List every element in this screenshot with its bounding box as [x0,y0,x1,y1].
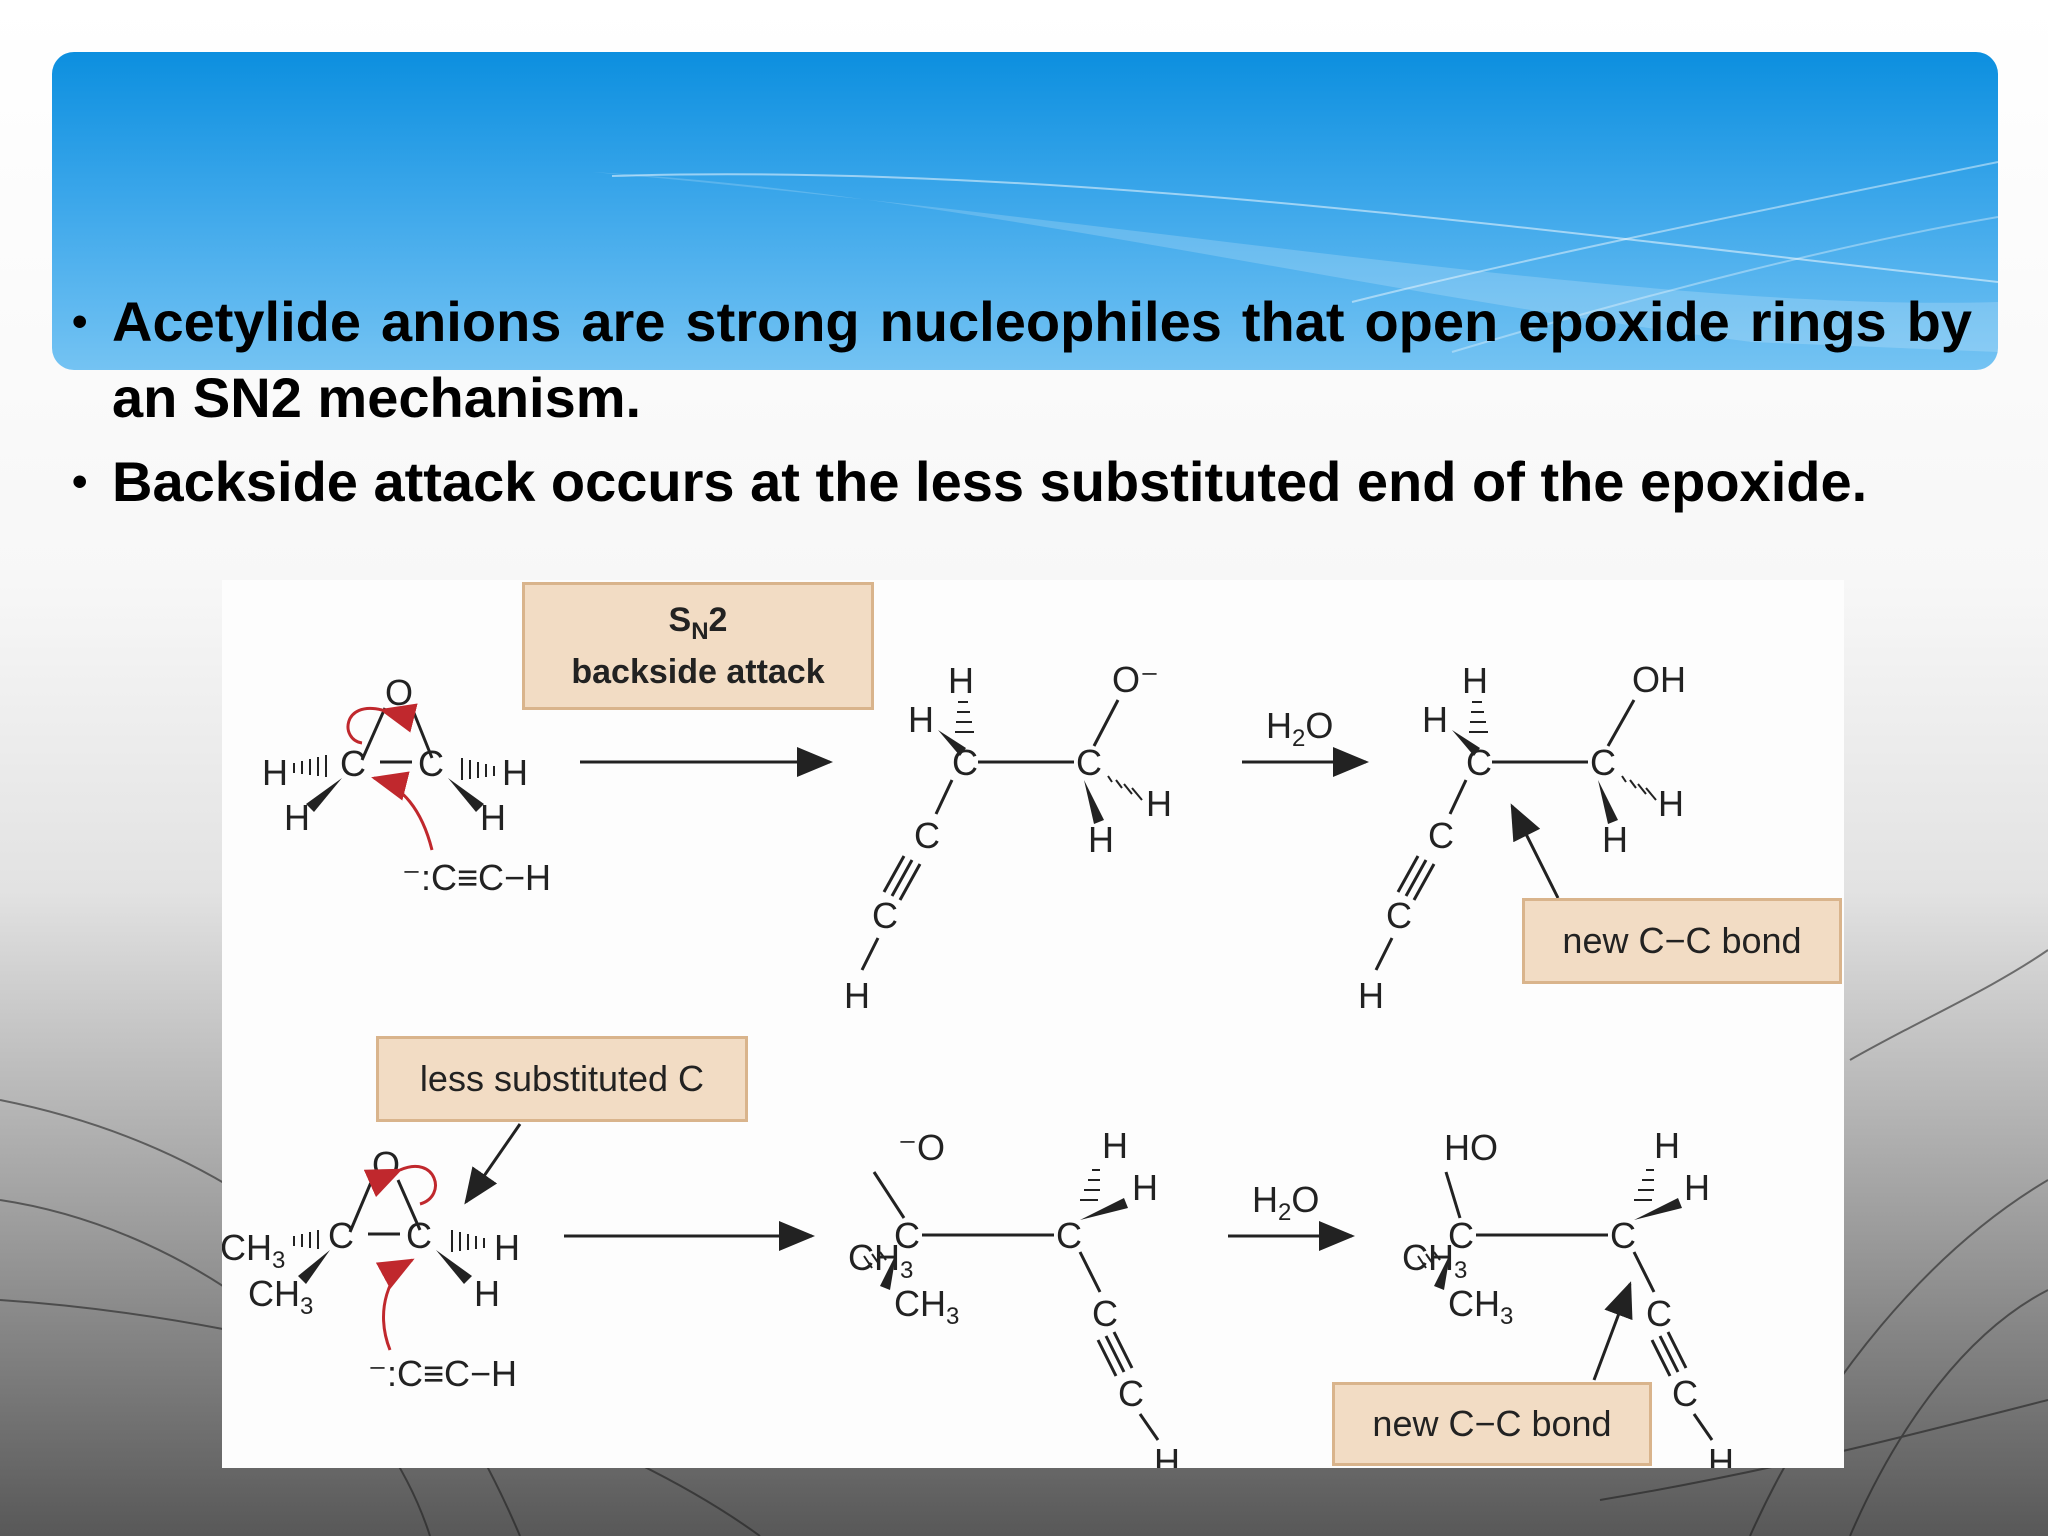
atom-h: H [1154,1441,1180,1468]
atom-h: H [948,660,974,701]
atom-h: H [1654,1125,1680,1166]
less-substituted-label: less substituted C [376,1036,748,1122]
atom-h: H [494,1227,520,1268]
bullet-dot-icon: • [72,297,88,346]
new-bond-text: new C−C bond [1372,1403,1612,1444]
product-top: C C H H OH H H C [1358,659,1686,1016]
atom-h: H [1708,1441,1734,1468]
bullet-item: • Acetylide anions are strong nucleophil… [72,284,1972,436]
atom-h: H [474,1273,500,1314]
atom-c: C [1448,1215,1474,1256]
epoxide-bottom: O C C CH3 CH3 H H ⁻:C≡C−H [222,1144,520,1394]
atom-c: C [894,1215,920,1256]
atom-o: O [385,672,413,713]
pointer-arrow [464,1123,522,1205]
atom-h: H [1684,1167,1710,1208]
atom-c: C [1092,1293,1118,1334]
atom-c: C [1076,742,1102,783]
atom-c: C [872,895,898,936]
atom-oh: OH [1632,659,1686,700]
reagent-h2o: H2O [1252,1179,1319,1226]
alkoxide-bottom: C C ⁻O CH3 CH3 H H [848,1125,1180,1468]
product-bottom: C C HO CH3 CH3 H H [1402,1125,1734,1468]
bullet-text: Acetylide anions are strong nucleophiles… [112,290,1972,429]
atom-h: H [1146,783,1172,824]
sn2-2: 2 [708,601,728,640]
atom-h: H [1358,975,1384,1016]
atom-c: C [1610,1215,1636,1256]
sn2-s: S [668,601,692,640]
reagent-h2o: H2O [1266,705,1333,752]
atom-h: H [480,797,506,838]
atom-ch3: CH3 [894,1283,959,1330]
nucleophile-text: ⁻:C≡C−H [402,857,551,898]
atom-h: H [262,752,288,793]
atom-c: C [418,743,444,784]
new-bond-label-bottom: new C−C bond [1332,1382,1652,1466]
atom-h: H [908,699,934,740]
new-bond-label-top: new C−C bond [1522,898,1842,984]
atom-minus-o: ⁻O [898,1127,945,1168]
atom-c: C [1590,742,1616,783]
atom-o: O [372,1144,400,1185]
atom-c: C [1118,1373,1144,1414]
atom-h: H [1102,1125,1128,1166]
atom-c: C [1646,1293,1672,1334]
atom-h: H [502,752,528,793]
alkoxide-top: C C H H O⁻ H H C [844,659,1172,1016]
atom-ch3: CH3 [1448,1283,1513,1330]
atom-h: H [1658,783,1684,824]
epoxide-top: O C C H H H H ⁻:C≡C−H [262,672,551,898]
atom-h: H [1132,1167,1158,1208]
less-substituted-text: less substituted C [419,1058,705,1099]
atom-c: C [1672,1373,1698,1414]
sn2-label: SN2 backside attack [522,582,874,710]
bullet-list: • Acetylide anions are strong nucleophil… [72,284,1972,528]
reaction-scheme: O C C H H H H ⁻:C≡C−H [222,582,1842,1468]
atom-c: C [340,743,366,784]
nucleophile-text: ⁻:C≡C−H [368,1353,517,1394]
atom-h: H [1088,819,1114,860]
header-banner [52,52,1998,370]
atom-ch3: CH3 [222,1227,285,1274]
atom-c: C [1386,895,1412,936]
bullet-dot-icon: • [72,457,88,506]
new-bond-text: new C−C bond [1562,920,1802,961]
atom-c: C [914,815,940,856]
atom-h: H [844,975,870,1016]
atom-ch3: CH3 [248,1273,313,1320]
reaction-figure: O C C H H H H ⁻:C≡C−H [222,580,1844,1468]
atom-ho: HO [1444,1127,1498,1168]
atom-o-minus: O⁻ [1112,659,1159,700]
atom-c: C [1428,815,1454,856]
bullet-item: • Backside attack occurs at the less sub… [72,444,1972,520]
atom-h: H [284,797,310,838]
atom-c: C [328,1215,354,1256]
bullet-text: Backside attack occurs at the less subst… [112,450,1868,513]
sn2-n: N [691,617,709,645]
backside-text: backside attack [571,652,825,691]
atom-h: H [1462,660,1488,701]
atom-h: H [1602,819,1628,860]
atom-c: C [406,1215,432,1256]
atom-c: C [1056,1215,1082,1256]
atom-ch3: CH3 [848,1237,913,1284]
atom-h: H [1422,699,1448,740]
banner-swoosh [592,161,1998,353]
